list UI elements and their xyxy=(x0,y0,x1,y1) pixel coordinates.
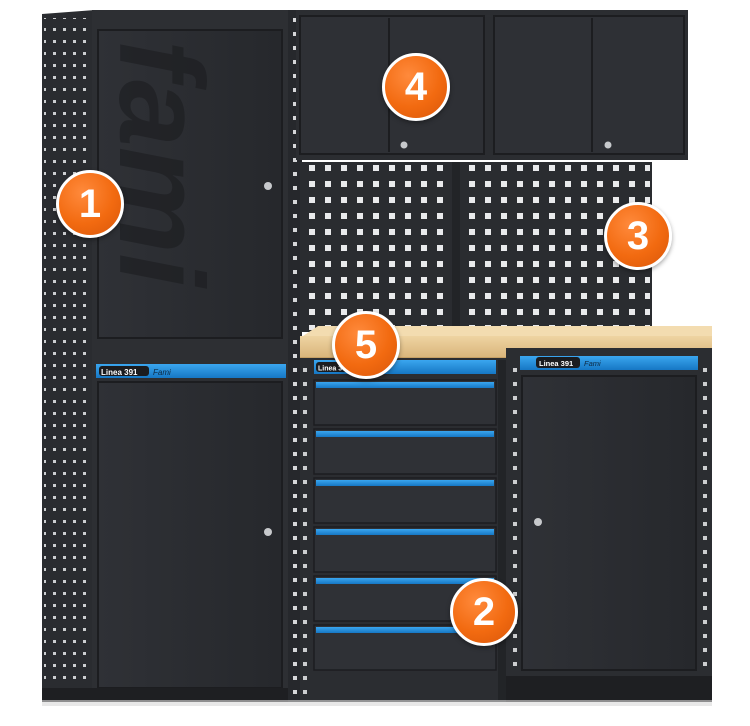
right-cabinet-series-label: Linea 391 xyxy=(539,359,573,368)
drawer-unit-series-label: Linea 391 xyxy=(318,366,350,373)
tall-cabinet-series-label: Linea 391 xyxy=(101,368,138,377)
wall-cabinet-left-lock[interactable] xyxy=(400,141,408,149)
tall-cabinet: fami Linea 391 Fami xyxy=(42,10,292,702)
callout-3-badge: 3 xyxy=(604,202,672,270)
drawer-handle[interactable] xyxy=(316,627,494,633)
right-cabinet-brand-script: Fami xyxy=(584,359,601,368)
wall-cabinet-right xyxy=(493,15,685,155)
callout-4-badge: 4 xyxy=(382,53,450,121)
fami-side-logo: fami xyxy=(94,40,228,289)
callout-5-badge: 5 xyxy=(332,311,400,379)
drawer-handle[interactable] xyxy=(316,529,494,535)
right-base-cabinet: Linea 391 Fami xyxy=(506,348,712,702)
drawer-handle[interactable] xyxy=(316,382,494,388)
perforated-panel xyxy=(300,162,652,332)
svg-text:fami: fami xyxy=(94,40,228,289)
tall-cabinet-upper-lock[interactable] xyxy=(264,182,272,190)
right-cabinet-lock[interactable] xyxy=(534,518,542,526)
drawer-handle[interactable] xyxy=(316,431,494,437)
callout-2-badge: 2 xyxy=(450,578,518,646)
drawer-unit: Linea 391 xyxy=(300,358,506,702)
wall-cabinet-right-lock[interactable] xyxy=(604,141,612,149)
wall-cabinets xyxy=(296,10,688,160)
tall-cabinet-upper-door xyxy=(97,29,283,339)
drawer-handle[interactable] xyxy=(316,578,494,584)
tall-cabinet-lower-lock[interactable] xyxy=(264,528,272,536)
callout-1-badge: 1 xyxy=(56,170,124,238)
tall-cabinet-lower-door xyxy=(97,381,283,689)
drawer-handle[interactable] xyxy=(316,480,494,486)
tall-cabinet-brand-script: Fami xyxy=(153,368,171,377)
right-cabinet-door xyxy=(521,375,697,671)
